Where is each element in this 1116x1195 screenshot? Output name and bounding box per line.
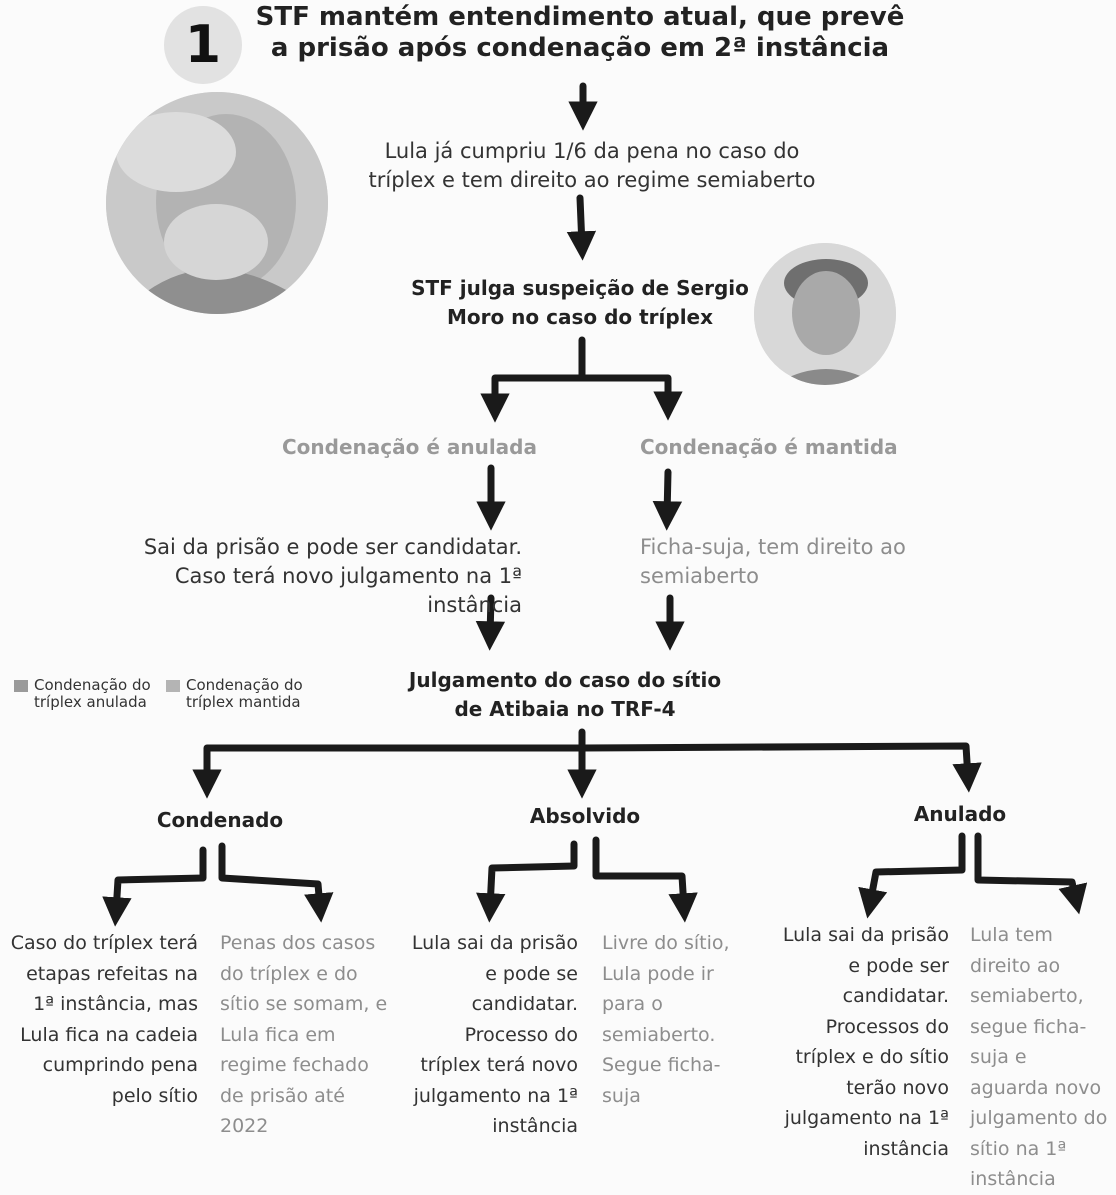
arrow-to-condenado	[192, 744, 586, 799]
legend-anulada: Condenação do tríplex anulada	[14, 677, 154, 711]
semiaberto-step: Lula já cumpriu 1/6 da pena no caso do t…	[368, 139, 816, 192]
step-number: 1	[184, 15, 222, 75]
outcome-condenado-label: Condenado	[156, 808, 284, 832]
anulado-mantida-result: Lula tem direito ao semiaberto, segue fi…	[970, 924, 1108, 1190]
moro-photo	[754, 243, 896, 385]
branch-anulada-result: Sai da prisão e pode ser candidatar. Cas…	[143, 535, 522, 617]
absolvido-anulada-result: Lula sai da prisão e pode se candidatar.…	[411, 932, 578, 1137]
arrow-to-anulada	[480, 374, 666, 423]
legend-mantida: Condenação do tríplex mantida	[166, 677, 306, 711]
absolvido-mantida-result: Livre do sítio, Lula pode ir para o semi…	[602, 932, 730, 1107]
arrow-absolvido-right	[592, 836, 698, 923]
sitio-step: Julgamento do caso do sítio de Atibaia n…	[408, 668, 722, 721]
anulado-anulada-result: Lula sai da prisão e pode ser candidatar…	[782, 924, 949, 1160]
condenado-mantida-result: Penas dos casos do tríplex e do sítio se…	[220, 932, 388, 1137]
arrow-to-mantida	[578, 374, 683, 421]
arrow-condenado-left	[102, 846, 207, 927]
arrow-semiaberto-to-suspeicao	[566, 194, 597, 261]
arrow-absolvido-left	[476, 840, 578, 923]
lula-photo	[106, 92, 328, 314]
branch-mantida-label: Condenação é mantida	[640, 435, 898, 459]
arrow-anulado-right	[974, 832, 1088, 915]
legend-anulada-swatch	[14, 680, 28, 692]
branch-mantida-result: Ficha-suja, tem direito ao semiaberto	[640, 535, 906, 588]
arrow-mantida-to-result	[652, 468, 683, 531]
arrow-anulado-left	[858, 832, 966, 919]
diagram-title: STF mantém entendimento atual, que prevê…	[255, 2, 905, 63]
legend-mantida-label: Condenação do tríplex mantida	[186, 676, 303, 711]
outcome-anulado-label: Anulado	[913, 802, 1007, 826]
suspeicao-step: STF julga suspeição de Sergio Moro no ca…	[411, 276, 749, 329]
arrow-to-anulado	[578, 742, 982, 793]
condenado-anulada-result: Caso do tríplex terá etapas refeitas na …	[10, 932, 198, 1107]
arrow-anulada-result-to-sitio	[475, 594, 506, 651]
outcome-absolvido-label: Absolvido	[529, 804, 641, 828]
step-number-badge: 1	[164, 6, 242, 84]
legend-mantida-swatch	[166, 680, 180, 692]
legend-anulada-label: Condenação do tríplex anulada	[34, 676, 151, 711]
branch-anulada-label: Condenação é anulada	[282, 435, 537, 459]
arrow-condenado-right	[218, 842, 334, 923]
